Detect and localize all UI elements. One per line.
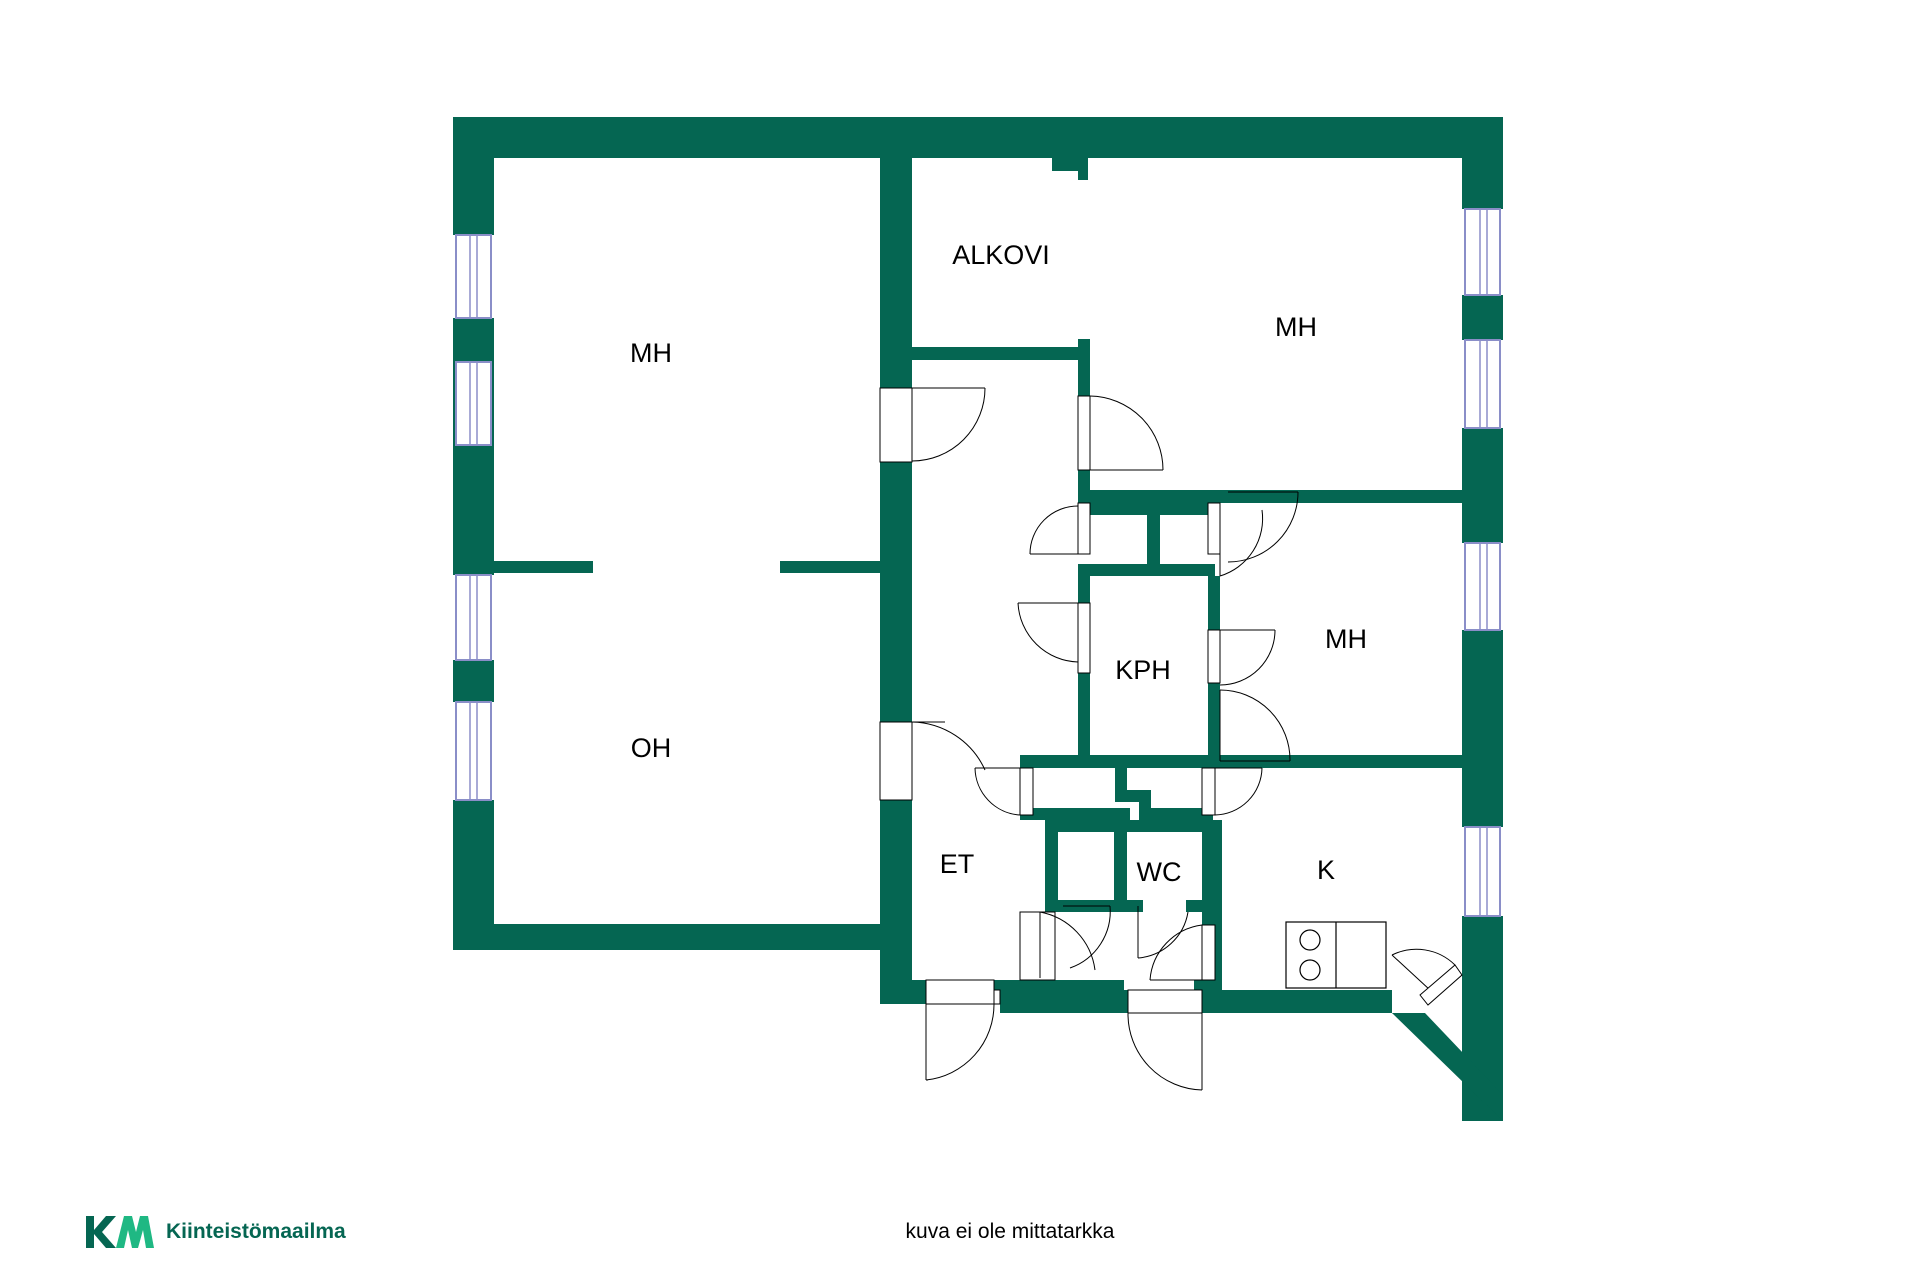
windows <box>455 208 1501 917</box>
room-label-mh-top-right: MH <box>1275 312 1317 342</box>
doors <box>879 387 1463 1091</box>
window-lines <box>469 209 1488 916</box>
room-label-mh-right: MH <box>1325 624 1367 654</box>
exterior-walls <box>453 117 1503 1121</box>
room-label-wc: WC <box>1137 857 1182 887</box>
stove-burner <box>1299 959 1321 981</box>
room-label-mh-left: MH <box>630 338 672 368</box>
km-logo: KM <box>86 1216 154 1248</box>
brand-name: Kiinteistömaailma <box>166 1220 346 1243</box>
room-label-et: ET <box>940 849 975 879</box>
room-labels: MH OH ALKOVI MH MH KPH ET WC K <box>630 240 1367 887</box>
stove-burner <box>1299 929 1321 951</box>
kitchen-counter <box>1285 921 1387 989</box>
interior-walls <box>494 158 1462 1004</box>
room-label-oh: OH <box>631 733 672 763</box>
room-label-kph: KPH <box>1115 655 1171 685</box>
brand: KM Kiinteistömaailma <box>86 1210 346 1254</box>
room-label-alkovi: ALKOVI <box>952 240 1050 270</box>
room-label-k: K <box>1317 855 1335 885</box>
disclaimer-note: kuva ei ole mittatarkka <box>905 1220 1115 1243</box>
